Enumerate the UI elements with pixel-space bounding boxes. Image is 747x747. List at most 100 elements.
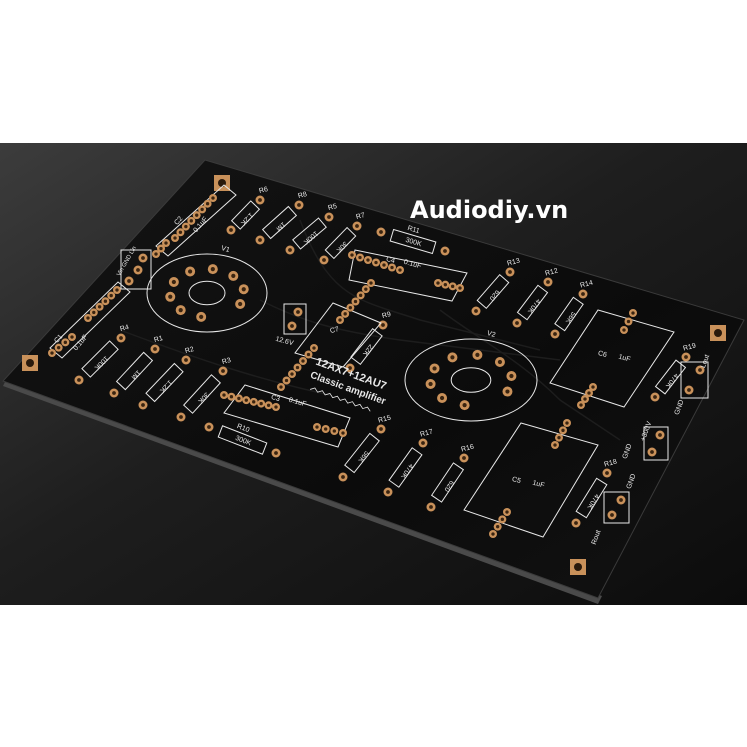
resistor-value: 1M [274,220,286,232]
drill-hole [495,524,500,529]
capacitor-designator: C3 [270,394,281,403]
drill-hole [238,301,243,307]
drill-hole [358,293,363,298]
capacitor-outline [294,302,382,368]
drill-hole [474,309,478,313]
drill-hole [179,415,183,419]
drill-hole [497,359,503,365]
drill-hole [436,281,440,285]
resistor-r11 [389,228,437,255]
resistor-outline [388,447,423,488]
drill-hole [207,425,211,429]
drill-hole [274,405,278,409]
resistor-designator: R6 [258,186,269,195]
drill-hole [70,335,74,339]
drill-hole [579,403,583,407]
drill-hole [141,403,145,407]
capacitor-designator: C1 [53,333,64,344]
capacitor-designator: C5 [511,476,522,485]
drill-hole [188,269,193,274]
resistor-designator: R8 [297,191,308,200]
drill-hole [341,431,345,435]
drill-hole [553,332,557,336]
resistor-outline [292,217,327,250]
drill-hole [355,224,359,228]
resistor-outline [516,284,549,321]
resistor-value: 1M [130,369,142,381]
resistor-r17 [388,447,423,488]
drill-hole [200,207,204,212]
capacitor-c2 [155,184,237,257]
drill-hole [306,352,311,357]
capacitor-outline [549,309,675,408]
resistor-designator: R1 [153,335,164,344]
drill-hole [290,324,294,328]
resistor-designator: R10 [236,423,251,434]
drill-hole [231,273,236,279]
drill-hole [211,196,215,200]
resistor-outline [575,477,608,519]
drill-hole [119,336,123,340]
drill-hole [109,293,113,298]
drill-hole [390,265,394,270]
capacitor-designator: C7 [329,326,340,335]
connector-outline [120,249,152,290]
drill-hole [605,471,609,475]
drill-hole [178,230,183,234]
drill-hole [491,532,495,536]
resistor-r15 [344,432,380,474]
drill-hole [199,314,204,319]
drill-hole [428,381,433,387]
drill-hole [475,352,480,357]
drill-hole [244,398,248,402]
capacitor-c7 [294,302,382,368]
resistor-outline [430,462,465,503]
drill-hole [63,340,68,345]
drill-hole [259,401,263,406]
resistor-designator: R7 [355,212,366,221]
drill-hole [443,282,448,287]
drill-hole [505,389,510,394]
drill-hole [658,433,662,437]
drill-hole [189,219,193,223]
resistor-r9 [350,327,383,366]
resistor-designator: R19 [683,342,697,352]
drill-hole [565,421,569,425]
drill-hole [92,310,96,315]
connector-outline [283,303,307,335]
drill-hole [178,307,183,313]
drill-hole [619,498,623,502]
drill-hole [350,253,354,257]
drill-hole [221,369,225,373]
drill-hole [229,228,233,232]
drill-hole [386,490,390,494]
connector-outline [603,491,630,524]
tube-socket-outline [146,253,268,333]
mounting-hole [714,329,722,337]
drill-hole [50,351,54,355]
resistor-r5 [292,217,327,250]
drill-hole [222,393,226,397]
resistor-r8 [261,205,298,240]
copper-traces [119,219,621,441]
drill-hole [500,517,505,522]
capacitor-outline [348,249,468,302]
drill-hole [141,256,145,260]
drill-hole [450,284,455,289]
drill-hole [574,521,578,525]
capacitor-c3 [223,384,351,448]
drill-hole [115,288,119,292]
drill-hole [103,299,108,303]
drill-hole [458,286,462,290]
drill-hole [546,280,550,284]
drill-hole [252,400,256,404]
drill-hole [439,395,445,401]
resistor-designator: R9 [381,311,392,320]
drill-hole [195,213,199,217]
resistor-outline [554,296,584,332]
drill-hole [284,378,289,383]
drill-hole [173,236,177,240]
drill-hole [315,425,319,429]
drill-hole [450,355,455,360]
drill-hole [421,441,425,445]
